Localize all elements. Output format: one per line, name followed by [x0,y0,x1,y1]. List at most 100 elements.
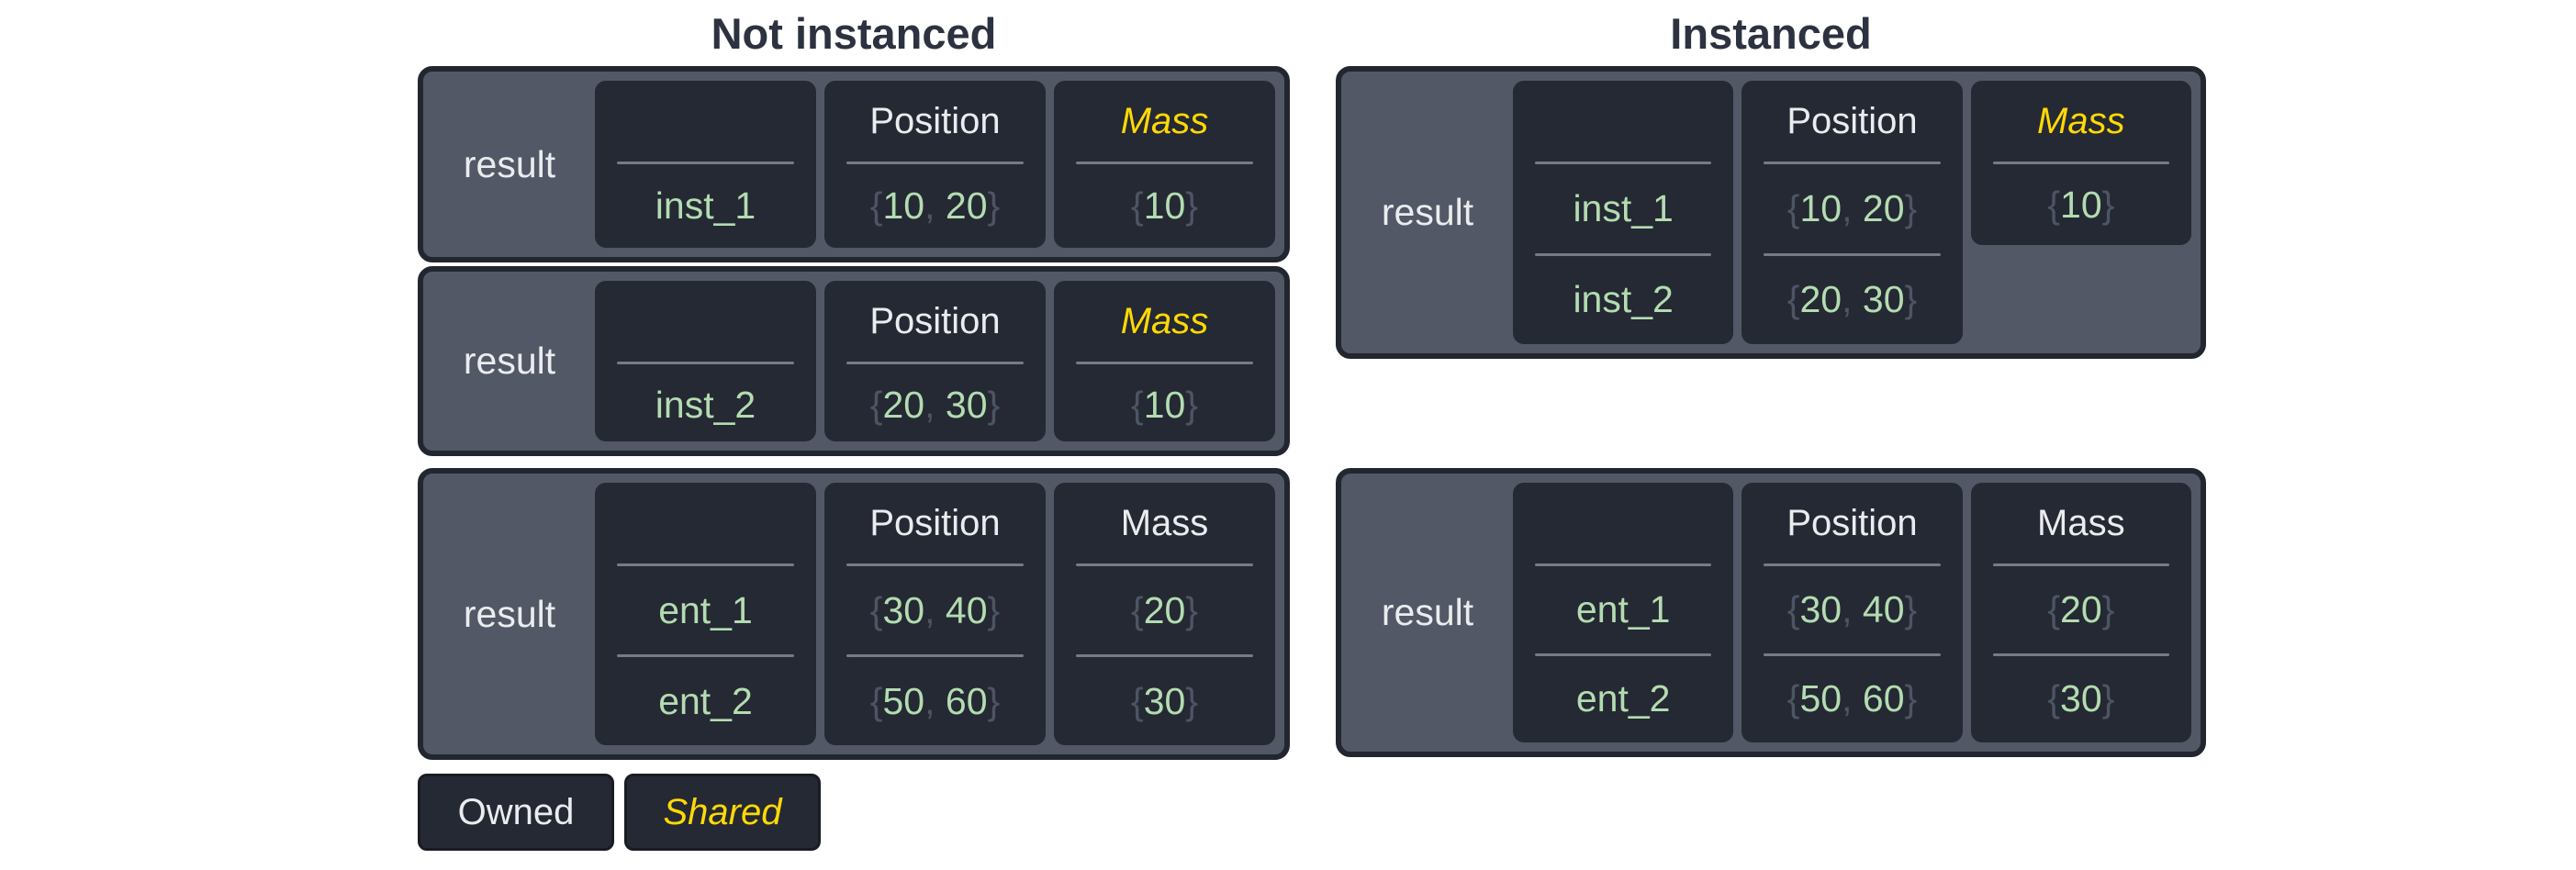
value-punctuation: { [1130,588,1144,631]
position-value: {10, 20} [824,164,1046,248]
position-value: {50, 60} [824,657,1046,745]
value-text: 20 [1143,588,1186,631]
position-column-header: Position [869,100,1001,141]
row-divider [1764,563,1941,566]
mass-cell: Mass {10} [1970,81,2191,245]
position-value: {50, 60} [1742,656,1962,743]
value-punctuation: { [2047,677,2061,720]
row-divider [1535,162,1712,164]
result-label: result [463,592,556,635]
position-cell: Position {30, 40}{50, 60} [824,483,1046,745]
position-column-header: Position [869,502,1001,543]
value-text: inst_2 [655,383,756,426]
position-value: {10, 20} [1742,164,1962,253]
value-text: 10 [882,184,925,227]
value-punctuation: } [1904,186,1918,229]
entity-column-header [1513,81,1733,162]
position-cell: Position{30, 40}{50, 60} [1742,483,1963,743]
mass-column-header: Mass [2037,100,2125,141]
value-punctuation: { [1786,677,1800,720]
entity-column-header [1513,483,1733,563]
mass-value: {10} [1054,164,1275,248]
entity-cell: inst_2 [595,281,816,441]
legend-owned-label: Owned [457,791,575,832]
value-punctuation: } [1904,677,1918,720]
value-text: 20 [2060,587,2102,630]
result-label: result [1381,191,1474,233]
entity-cell: ent_1 ent_2 [1513,483,1734,743]
value-punctuation: { [1130,679,1144,722]
value-punctuation: { [869,383,883,426]
row-divider [1535,652,1712,656]
mass-value: {10} [1971,164,2191,245]
value-punctuation: } [1185,588,1198,631]
row-divider [846,162,1024,164]
result-label: result [463,142,556,185]
value-text: ent_1 [1575,587,1671,630]
value-text: 10 [1143,184,1186,227]
value-text: 10 [1143,383,1186,426]
value-punctuation: { [1786,186,1800,229]
row-divider [617,162,794,164]
position-cell: Position{20, 30} [824,281,1046,441]
row-divider [1535,563,1712,566]
value-punctuation: } [1904,278,1918,321]
value-text: 40 [1862,587,1905,630]
mass-column-header: Mass [2037,502,2125,543]
position-column-header: Position [1786,100,1918,141]
entity-column-header [595,81,816,162]
value-punctuation: } [1185,184,1198,227]
mass-value: {20} [1054,566,1275,654]
value-punctuation: { [869,184,883,227]
value-punctuation: , [1842,677,1863,720]
value-text: ent_2 [1575,677,1671,720]
value-punctuation: } [2101,587,2115,630]
value-text: 50 [882,679,925,722]
entity-name: inst_1 [595,164,816,248]
row-divider [1076,654,1253,657]
row-divider [1992,162,2169,164]
entity-name: ent_1 [1513,566,1733,653]
mass-cell: Mass{10} [1054,81,1275,248]
row-divider [617,563,794,566]
value-text: inst_1 [655,184,756,227]
entity-column-header [595,281,816,362]
value-punctuation: } [1904,587,1918,630]
value-punctuation: { [869,588,883,631]
value-text: inst_2 [1573,278,1674,321]
row-divider [1764,252,1941,256]
entity-name: ent_2 [1513,656,1733,743]
row-divider [1764,162,1941,164]
value-punctuation: } [1185,383,1198,426]
mass-column-header: Mass [1120,300,1209,341]
value-punctuation: } [987,383,1001,426]
value-text: 30 [1862,278,1905,321]
value-punctuation: , [924,383,946,426]
position-value: {30, 40} [824,566,1046,654]
value-punctuation: , [924,184,946,227]
value-text: 30 [1143,679,1186,722]
position-cell: Position {10, 20}{20, 30} [1742,81,1963,344]
value-text: 20 [1799,278,1842,321]
value-text: 20 [945,184,988,227]
section-title-instanced: Instanced [1670,9,1872,58]
value-punctuation: } [987,679,1001,722]
row-divider [1076,362,1253,364]
row-divider [617,654,794,657]
entity-column-header [595,483,816,563]
mass-cell: Mass{20}{30} [1970,483,2191,742]
mass-cell: Mass{20}{30} [1054,483,1275,745]
value-text: 30 [2060,677,2102,720]
value-punctuation: , [1842,587,1863,630]
value-text: 20 [882,383,925,426]
value-punctuation: } [1185,679,1198,722]
position-value: {30, 40} [1742,566,1962,653]
result-table-not-instanced-1: result inst_1 Position {10, 20}Mass{10} [418,66,1290,262]
value-punctuation: , [1842,186,1863,229]
mass-value: {30} [1054,657,1275,745]
row-divider [1076,162,1253,164]
